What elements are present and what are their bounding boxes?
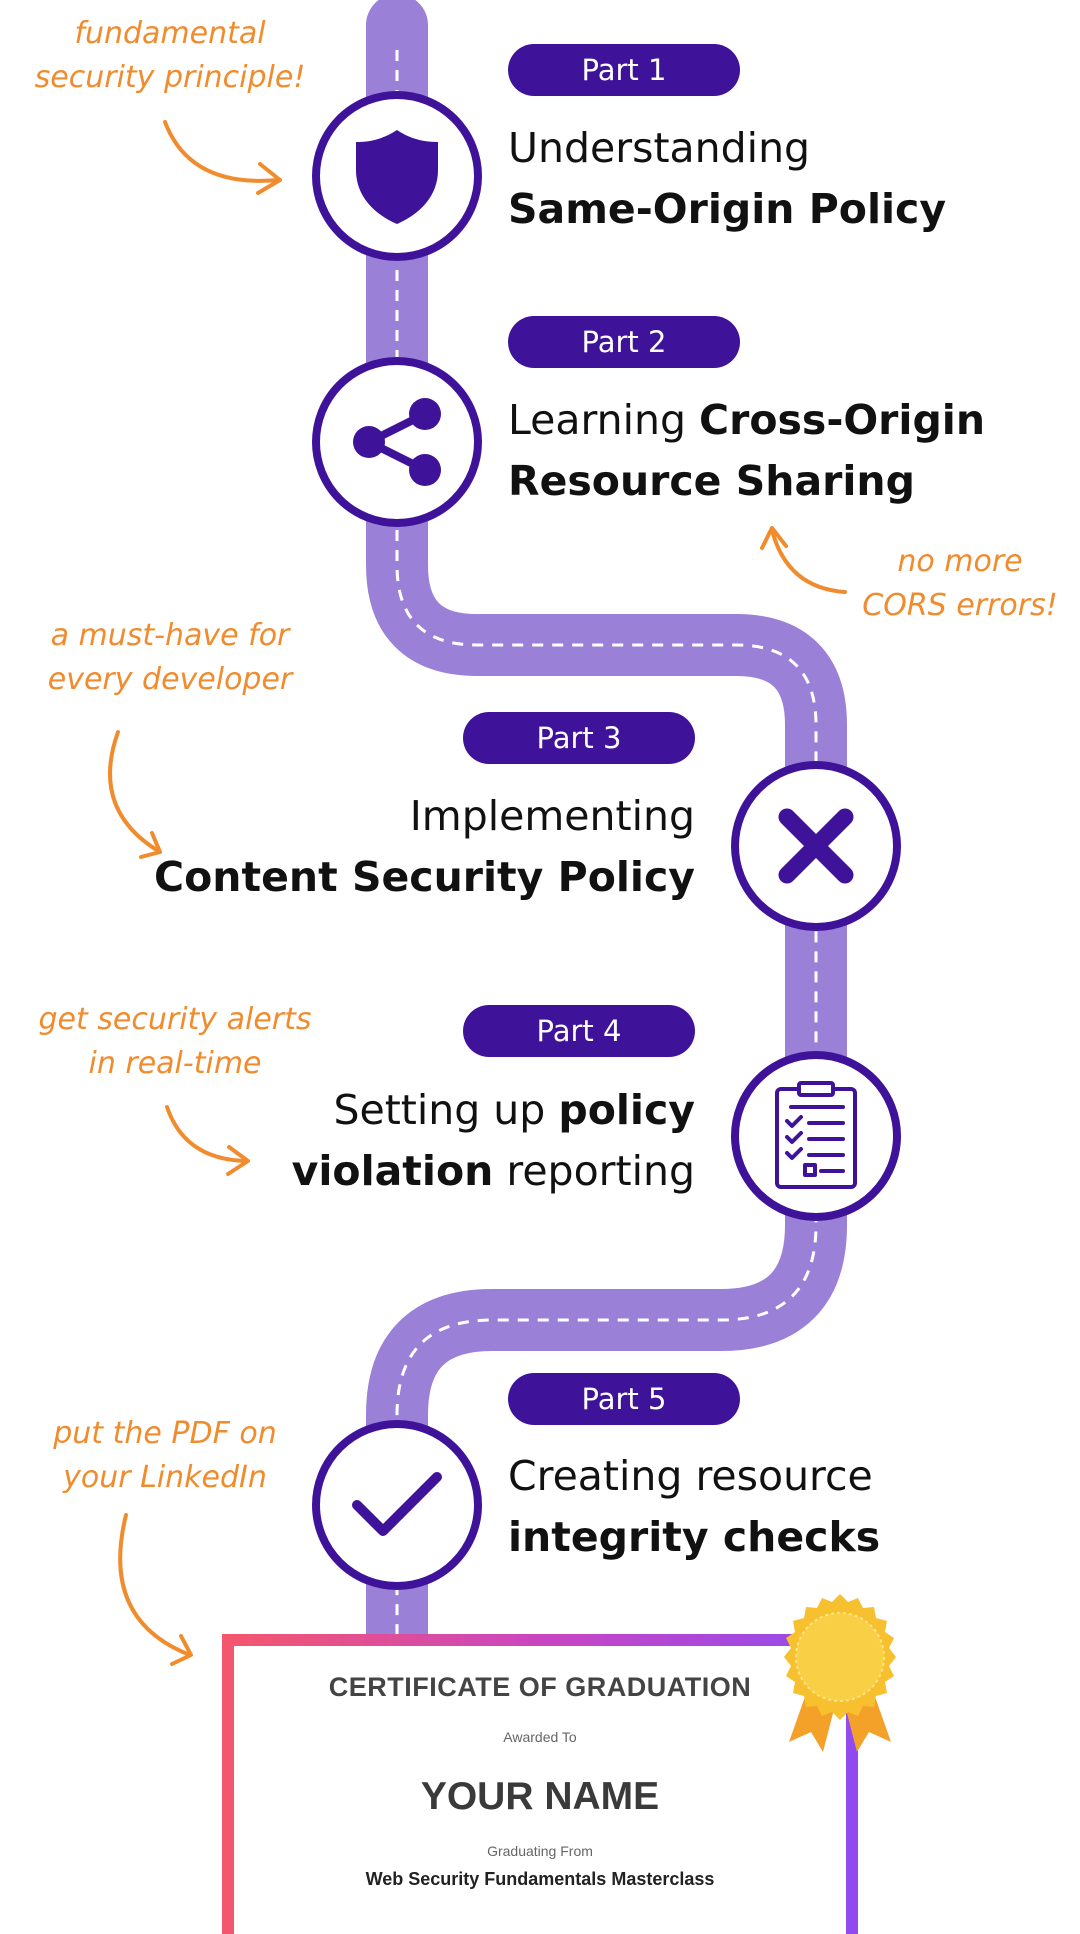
awarded-to-label: Awarded To (503, 1729, 577, 1745)
annotation-part-2: no more CORS errors! (862, 544, 1058, 623)
recipient-name: YOUR NAME (420, 1775, 660, 1818)
checkmark-icon (352, 1472, 442, 1536)
arrow-1 (163, 120, 280, 183)
award-ribbon-icon (784, 1594, 896, 1752)
part-2-title: Learning Cross-Origin Resource Sharing (508, 396, 986, 505)
shield-icon (356, 130, 438, 224)
part-1-badge: Part 1 (508, 44, 740, 96)
part-2-icon-circle (312, 357, 482, 527)
part-3-title: Implementing Content Security Policy (154, 792, 695, 901)
share-icon (353, 398, 441, 486)
arrow-4-head (226, 1145, 250, 1176)
part-5-title: Creating resource integrity checks (508, 1452, 881, 1561)
annotation-part-5: put the PDF on your LinkedIn (53, 1416, 277, 1495)
part-1-icon-circle (312, 91, 482, 261)
part-2-badge: Part 2 (508, 316, 740, 368)
annotation-part-4: get security alerts in real-time (38, 1002, 312, 1081)
arrow-5 (118, 1513, 192, 1657)
certificate-card: CERTIFICATE OF GRADUATION Awarded To YOU… (222, 1634, 858, 1934)
x-icon (778, 808, 854, 884)
certificate-title: CERTIFICATE OF GRADUATION (328, 1672, 752, 1702)
arrow-5-head (170, 1634, 193, 1666)
graduating-from-label: Graduating From (487, 1843, 593, 1859)
part-4-icon-circle (731, 1051, 901, 1221)
course-name: Web Security Fundamentals Masterclass (365, 1869, 715, 1889)
annotation-part-1: fundamental security principle! (34, 16, 306, 95)
arrow-2-head (760, 526, 788, 550)
arrow-2 (770, 528, 847, 594)
arrow-4 (165, 1105, 249, 1163)
annotation-part-3: a must-have for every developer (47, 618, 293, 697)
clipboard-checklist-icon (775, 1081, 857, 1189)
arrow-3 (108, 730, 162, 854)
part-1-title: Understanding Same-Origin Policy (508, 124, 947, 233)
arrow-3-head (139, 831, 162, 859)
road-centerline (395, 50, 818, 1635)
certificate-body: CERTIFICATE OF GRADUATION Awarded To YOU… (234, 1646, 846, 1934)
arrow-1-head (256, 162, 282, 195)
part-5-badge: Part 5 (508, 1373, 740, 1425)
part-4-title: Setting up policy violation reporting (291, 1086, 695, 1195)
part-3-icon-circle (731, 761, 901, 931)
part-4-badge: Part 4 (463, 1005, 695, 1057)
part-3-badge: Part 3 (463, 712, 695, 764)
part-5-icon-circle (312, 1420, 482, 1590)
